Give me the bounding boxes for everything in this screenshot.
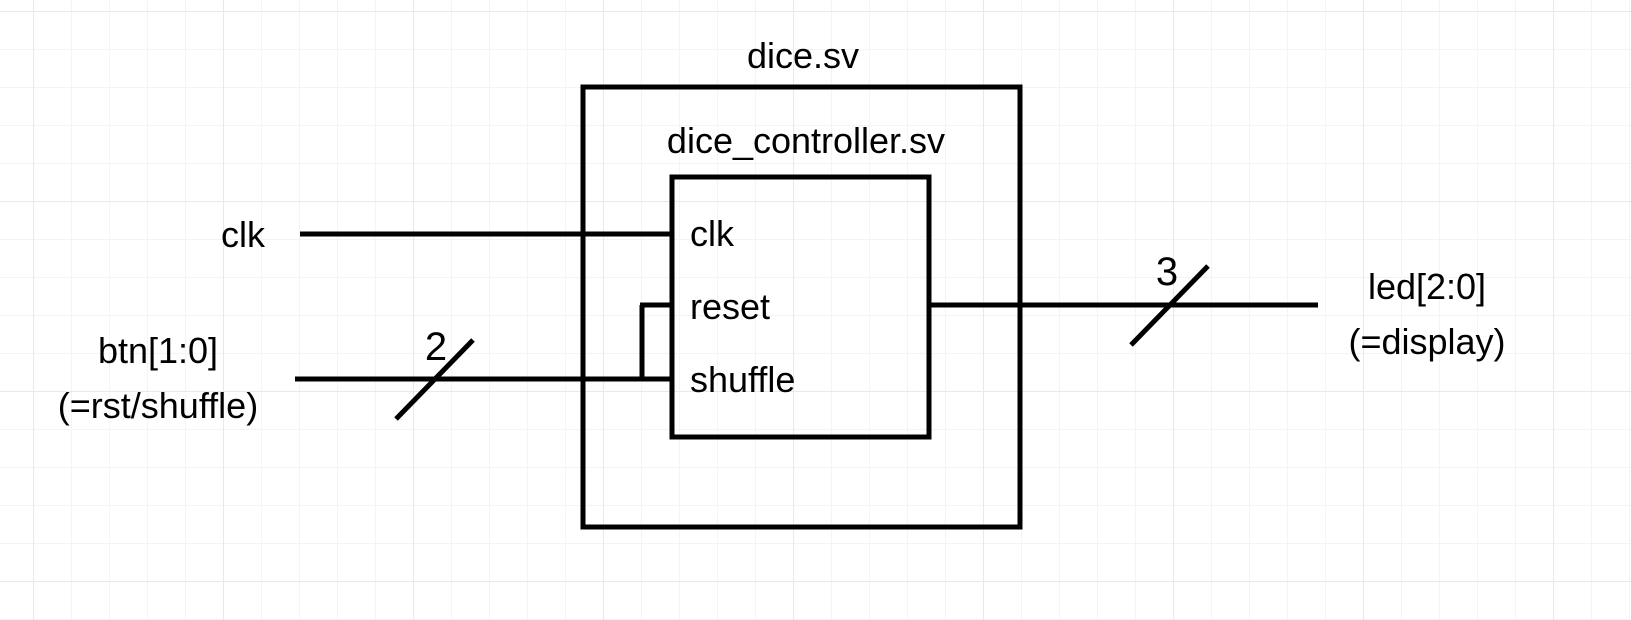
bus-width-label-btn: 2 xyxy=(425,325,447,369)
bus-width-label-led: 3 xyxy=(1156,250,1178,294)
signal-sublabel-led: (=display) xyxy=(1348,321,1505,362)
outer-module-title: dice.sv xyxy=(747,35,859,76)
port-label-shuffle: shuffle xyxy=(690,359,795,400)
inner-module-title: dice_controller.sv xyxy=(667,120,945,161)
bus-slash-btn xyxy=(394,338,475,421)
signal-label-led: led[2:0] xyxy=(1368,266,1486,307)
signal-sublabel-btn: (=rst/shuffle) xyxy=(58,385,258,426)
port-label-reset: reset xyxy=(690,286,770,327)
port-label-clk: clk xyxy=(690,213,735,254)
signal-label-clk: clk xyxy=(221,214,266,255)
signal-label-btn: btn[1:0] xyxy=(98,330,218,371)
bus-slash-led xyxy=(1129,264,1210,347)
